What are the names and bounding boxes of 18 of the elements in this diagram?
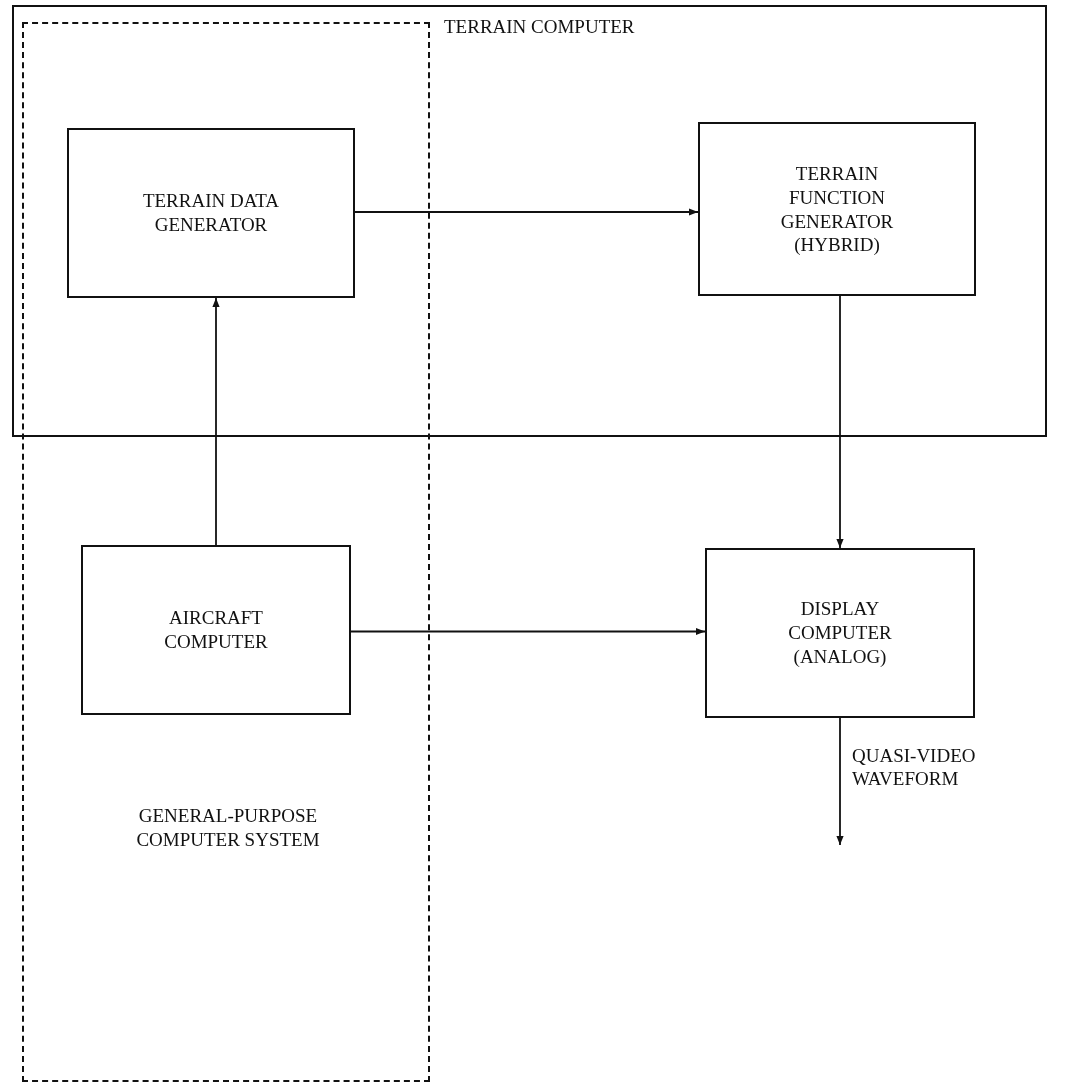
group-box (12, 5, 1047, 437)
group-label: GENERAL-PURPOSE COMPUTER SYSTEM (135, 804, 321, 852)
arrow (836, 717, 844, 846)
process-box (81, 545, 351, 715)
arrow (836, 295, 844, 549)
dashed-group-box (22, 22, 430, 1082)
process-box (67, 128, 355, 298)
arrow (350, 627, 706, 636)
box-label: DISPLAY COMPUTER (ANALOG) (787, 597, 893, 669)
arrow (212, 297, 220, 546)
process-box (705, 548, 975, 718)
group-label: TERRAIN COMPUTER (444, 15, 636, 39)
arrow (354, 208, 699, 216)
box-label: TERRAIN FUNCTION GENERATOR (HYBRID) (779, 161, 895, 257)
box-label: AIRCRAFT COMPUTER (163, 606, 269, 654)
process-box (698, 122, 976, 296)
edge-label: QUASI-VIDEO WAVEFORM (852, 743, 977, 791)
box-label: TERRAIN DATA GENERATOR (141, 189, 281, 237)
